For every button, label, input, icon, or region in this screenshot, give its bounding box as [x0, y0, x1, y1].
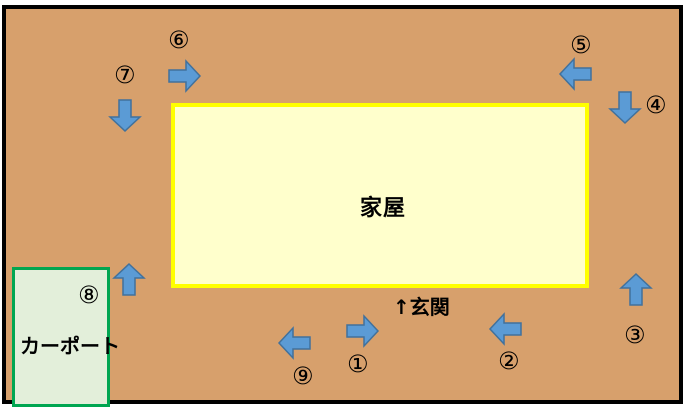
- carport-area: [12, 267, 110, 407]
- route-arrow-8: [111, 262, 147, 298]
- route-arrow-2: [488, 311, 524, 347]
- route-arrow-1: [344, 313, 380, 349]
- arrow-shape: [277, 326, 311, 360]
- arrow-shape: [558, 57, 592, 91]
- arrow-shape: [346, 314, 380, 348]
- house-area: [171, 103, 589, 288]
- house-label: 家屋: [360, 196, 407, 221]
- left-arrow-icon: [488, 312, 522, 346]
- route-step-2-number: ②: [498, 347, 520, 375]
- down-arrow-icon: [108, 99, 142, 133]
- route-step-5-number: ⑤: [570, 31, 592, 59]
- arrow-shape: [108, 99, 142, 133]
- arrow-shape: [619, 272, 653, 306]
- route-arrow-5: [558, 56, 594, 92]
- arrow-shape: [168, 59, 202, 93]
- route-arrow-4: [607, 89, 643, 125]
- carport-label: カーポート: [20, 334, 120, 358]
- down-arrow-icon: [608, 91, 642, 125]
- right-arrow-icon: [346, 314, 380, 348]
- arrow-shape: [608, 91, 642, 125]
- route-step-7-number: ⑦: [114, 61, 136, 89]
- route-arrow-9: [277, 325, 313, 361]
- route-arrow-3: [618, 272, 654, 308]
- route-step-8-number: ⑧: [78, 281, 100, 309]
- left-arrow-icon: [277, 326, 311, 360]
- route-step-4-number: ④: [645, 91, 667, 119]
- route-step-9-number: ⑨: [292, 362, 314, 390]
- route-step-3-number: ③: [624, 321, 646, 349]
- route-arrow-6: [166, 58, 202, 94]
- arrow-shape: [112, 262, 146, 296]
- route-arrow-7: [107, 97, 143, 133]
- up-arrow-icon: [619, 272, 653, 306]
- arrow-shape: [488, 312, 522, 346]
- entrance-label: ↑玄関: [393, 295, 450, 319]
- route-step-6-number: ⑥: [168, 26, 190, 54]
- left-arrow-icon: [558, 57, 592, 91]
- route-step-1-number: ①: [347, 350, 369, 378]
- up-arrow-icon: [112, 262, 146, 296]
- right-arrow-icon: [168, 59, 202, 93]
